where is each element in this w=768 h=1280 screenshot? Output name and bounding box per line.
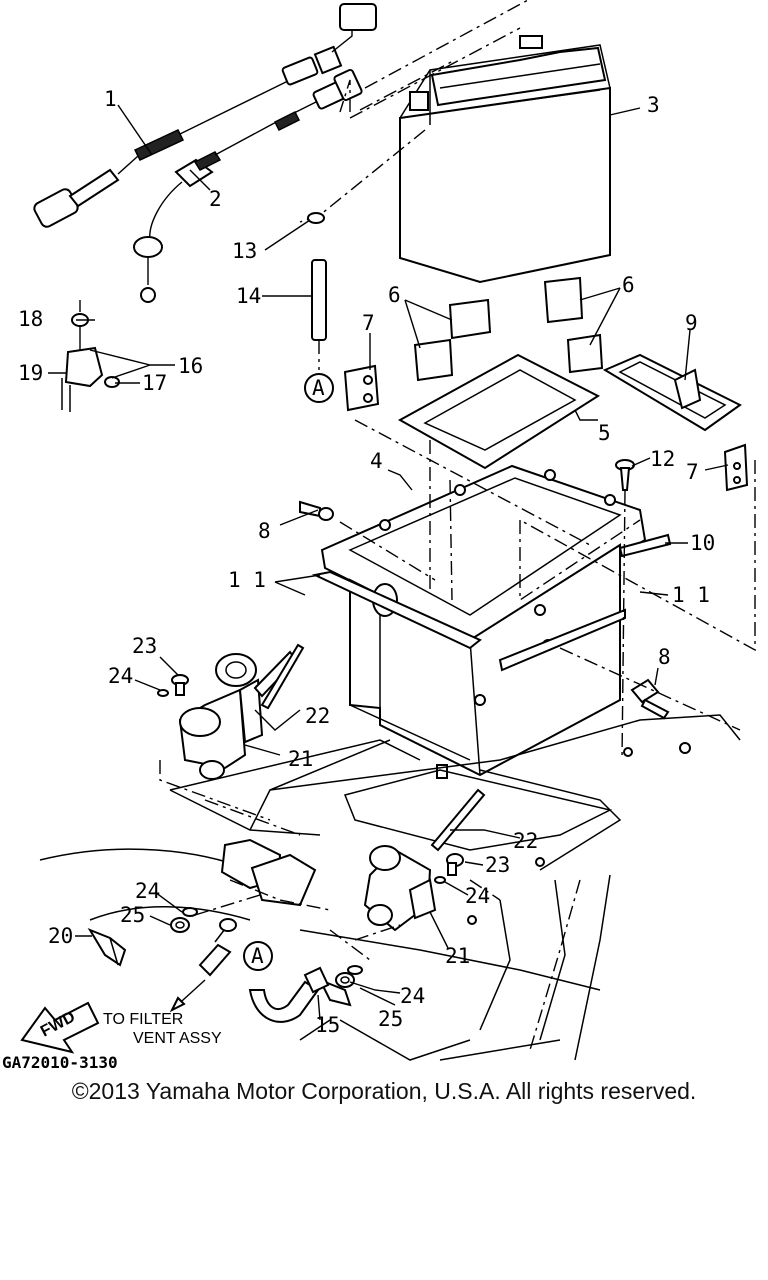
callout-11-left: 1 1: [228, 568, 266, 592]
callout-24-left: 24: [135, 879, 160, 903]
callout-25-left: 25: [120, 903, 145, 927]
callout-6-right: 6: [622, 273, 635, 297]
battery-part: [399, 35, 611, 284]
callout-25-right: 25: [378, 1007, 403, 1031]
callout-14: 14: [236, 284, 261, 308]
callout-3: 3: [647, 93, 660, 117]
callout-marker-a-upper: A: [312, 376, 325, 400]
washer-part-24-upper: [157, 689, 169, 697]
callout-8-lower: 8: [658, 645, 671, 669]
callout-7-left: 7: [362, 311, 375, 335]
bolt-part-23-lower: [446, 853, 464, 876]
callout-7-right: 7: [686, 460, 699, 484]
callout-18: 18: [18, 307, 43, 331]
drawing-code: GA72010-3130: [2, 1053, 118, 1070]
callout-24-right: 24: [400, 984, 425, 1008]
note-to-filter: TO FILTER: [103, 1011, 183, 1028]
pad-parts-6: [413, 276, 604, 382]
bracket-part-7-left: [343, 364, 380, 412]
callout-21-lower: 21: [445, 944, 470, 968]
note-vent-assy: VENT ASSY: [133, 1030, 222, 1047]
clamp-part-16: [61, 300, 120, 412]
washer-part-24-left: [182, 907, 198, 917]
exploded-view-drawing: FWD 1 2 3 13 14 18 6 6 7 9 A 19 16: [2, 0, 756, 1072]
callout-13: 13: [232, 239, 257, 263]
callout-20: 20: [48, 924, 73, 948]
callout-9: 9: [685, 311, 698, 335]
callout-11-right: 1 1: [672, 583, 710, 607]
callout-5: 5: [598, 421, 611, 445]
callout-23-upper: 23: [132, 634, 157, 658]
washer-part-24-right: [347, 965, 363, 975]
nut-part-25-right: [335, 972, 355, 988]
copyright-notice: ©2013 Yamaha Motor Corporation, U.S.A. A…: [71, 1078, 697, 1104]
callout-16: 16: [178, 354, 203, 378]
battery-box-part-4: [320, 464, 647, 779]
cable-part-2: [133, 68, 363, 303]
callout-12: 12: [650, 447, 675, 471]
callout-marker-a-lower: A: [251, 944, 264, 968]
callout-8-upper: 8: [258, 519, 271, 543]
callout-22-upper: 22: [305, 704, 330, 728]
hull-floor-outline: [39, 714, 741, 1061]
strap-part-9: [602, 353, 742, 432]
callout-24-upper: 24: [108, 664, 133, 688]
rod-part-22-upper: [260, 643, 305, 710]
cable-part-1: [33, 3, 377, 228]
callout-4: 4: [370, 449, 383, 473]
callout-22-lower: 22: [513, 829, 538, 853]
fitting-part-21-upper: [178, 650, 298, 780]
callout-17: 17: [142, 371, 167, 395]
hose-part-14: [304, 212, 334, 403]
fwd-arrow-icon: FWD: [20, 1001, 100, 1054]
callout-19: 19: [18, 361, 43, 385]
bolt-part-8-right: [630, 678, 670, 720]
washer-part-24-lower: [434, 876, 446, 884]
callout-24-lower-right: 24: [465, 884, 490, 908]
screw-part-12: [615, 459, 635, 491]
nut-part-25-left: [170, 917, 190, 933]
callout-15: 15: [315, 1013, 340, 1037]
hose-part-15: [243, 941, 330, 1023]
callout-10: 10: [690, 531, 715, 555]
bolt-part-8-left: [299, 500, 334, 521]
callout-1: 1: [104, 87, 117, 111]
callout-21-upper: 21: [288, 747, 313, 771]
clip-part-20: [87, 927, 127, 967]
rod-part-22-lower: [430, 788, 486, 852]
hose-part-lower: [198, 918, 237, 977]
bolt-part-23-upper: [171, 674, 189, 696]
callout-23-lower: 23: [485, 853, 510, 877]
callout-6-left: 6: [388, 283, 401, 307]
bracket-part-7-right: [723, 443, 749, 492]
fitting-part-21-lower: [363, 845, 437, 932]
seal-part-5: [397, 353, 601, 470]
callout-2: 2: [209, 187, 222, 211]
strip-parts-10-11: [311, 533, 672, 672]
